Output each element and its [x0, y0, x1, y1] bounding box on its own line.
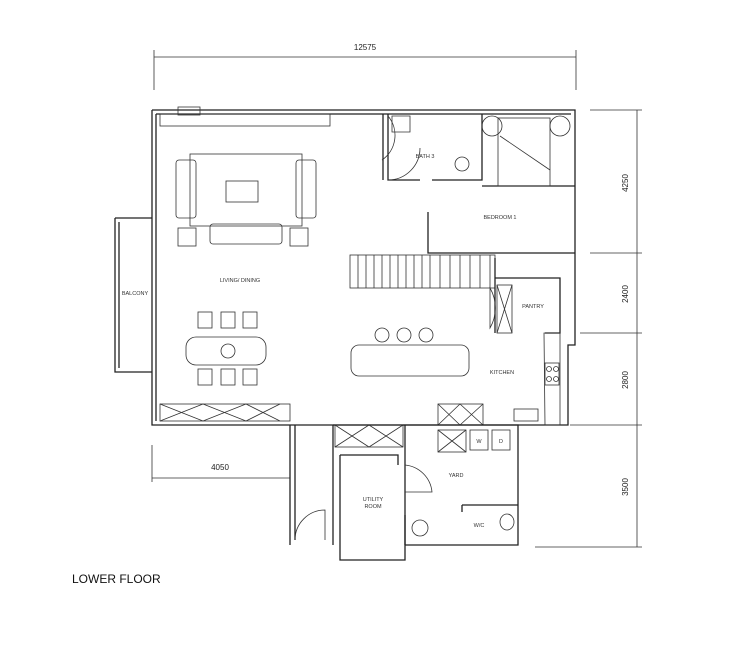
dimension-right-2: 2400	[621, 285, 630, 303]
dimension-right-3: 2800	[621, 371, 630, 389]
room-utility-line1: UTILITY	[363, 497, 384, 503]
room-bath3: BATH 3	[416, 154, 435, 160]
dryer-label: D	[499, 439, 503, 445]
room-bedroom1: BEDROOM 1	[483, 215, 516, 221]
dimension-left-bottom: 4050	[151, 445, 290, 482]
room-pantry: PANTRY	[522, 304, 544, 310]
room-kitchen: KITCHEN	[490, 370, 514, 376]
room-yard: YARD	[449, 473, 464, 479]
room-balcony: BALCONY	[122, 291, 149, 297]
washer-label: W	[476, 439, 482, 445]
dimension-top-label: 12575	[354, 43, 377, 52]
living-furniture	[175, 115, 571, 386]
room-utility-line2: ROOM	[364, 504, 382, 510]
dimension-right: 4250 2400 2800 3500	[535, 109, 642, 548]
dimension-top: 12575	[153, 43, 577, 90]
staircase	[349, 254, 496, 289]
dimension-right-4: 3500	[621, 478, 630, 496]
dimension-right-1: 4250	[621, 174, 630, 192]
plan-title: LOWER FLOOR	[72, 572, 161, 586]
dimension-left-bottom-label: 4050	[211, 463, 229, 472]
room-wc: W/C	[474, 523, 485, 529]
room-living-dining: LIVING/ DINING	[220, 278, 260, 284]
walls	[114, 106, 576, 561]
